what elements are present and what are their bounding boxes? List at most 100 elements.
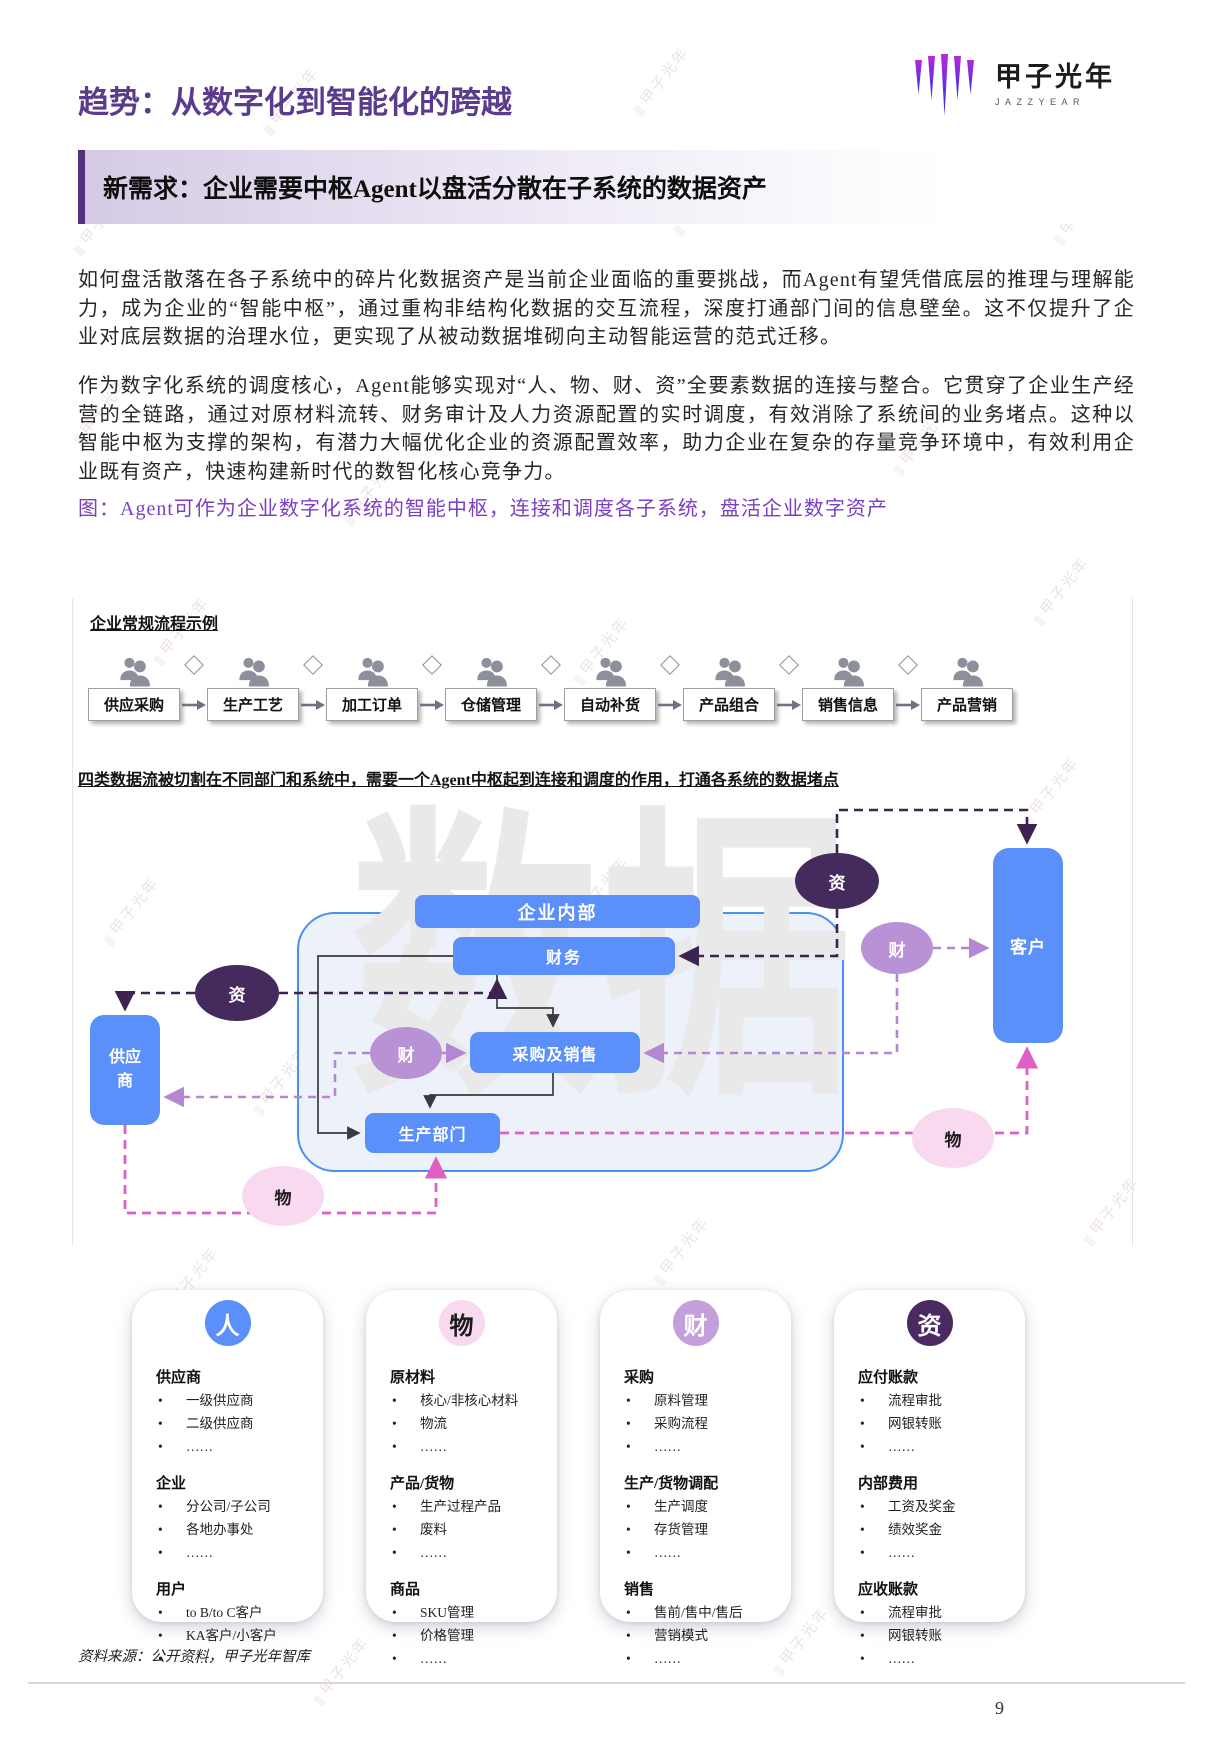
card-item: 价格管理: [390, 1625, 543, 1648]
card-item: KA客户/小客户: [156, 1625, 309, 1648]
body-paragraph-1: 如何盘活散落在各子系统中的碎片化数据资产是当前企业面临的重要挑战，而Agent有…: [78, 269, 1135, 349]
ellipse-capital-left: 资: [195, 965, 279, 1021]
page-title: 趋势：从数字化到智能化的跨越: [78, 84, 512, 120]
ellipse-finance-right: 财: [861, 922, 933, 974]
card-item: 物流: [390, 1413, 543, 1436]
flow-diamond-icon: [540, 648, 561, 688]
logo-subtitle: JAZZYEAR: [995, 96, 1086, 107]
flow-step-box: 加工订单: [326, 688, 418, 721]
card-group-heading: 原材料: [390, 1370, 436, 1386]
card-circle-goods: 物: [438, 1300, 485, 1346]
people-icon: [114, 648, 154, 688]
flow-arrow-icon: [300, 688, 325, 721]
process-flow: 供应采购 生产工艺 加工订单 仓储管理 自动补货 产品组合 销售: [88, 648, 1013, 721]
card-item: ……: [390, 1542, 543, 1565]
ellipse-goods-left: 物: [242, 1166, 324, 1226]
card-group-heading: 应收账款: [858, 1581, 919, 1598]
flow-arrow-icon: [895, 688, 920, 721]
card-group-heading: 用户: [156, 1581, 187, 1598]
background-watermark: ||||甲子光年: [630, 44, 693, 118]
flow-step-box: 产品营销: [921, 688, 1013, 721]
flow-arrow-icon: [776, 688, 801, 721]
flow-diamond-icon: [659, 648, 680, 688]
flow-diamond-icon: [183, 648, 204, 688]
card-item: 网银转账: [858, 1625, 1011, 1648]
flow-step: 产品营销: [921, 648, 1013, 721]
card-item: 网银转账: [858, 1413, 1011, 1436]
ellipse-capital-right: 资: [795, 853, 879, 909]
node-purchase-sales: 采购及销售: [470, 1032, 640, 1073]
card-group-heading: 采购: [624, 1370, 655, 1386]
card-group-heading: 企业: [156, 1475, 187, 1492]
card-item: 流程审批: [858, 1390, 1011, 1413]
flow-step: 销售信息: [802, 648, 894, 721]
flow-separator: [180, 648, 207, 721]
card-item: 废料: [390, 1519, 543, 1542]
card-item: 售前/售中/售后: [624, 1602, 777, 1625]
node-supplier: 供应商: [90, 1015, 160, 1125]
section-header-text: 新需求：企业需要中枢Agent以盘活分散在子系统的数据资产: [103, 176, 767, 203]
card-item: 采购流程: [624, 1413, 777, 1436]
card-item: ……: [624, 1436, 777, 1459]
card-item: 原料管理: [624, 1390, 777, 1413]
card-group-heading: 内部费用: [858, 1475, 919, 1492]
card-group-heading: 生产/货物调配: [624, 1475, 719, 1492]
flow-separator: [418, 648, 445, 721]
card-item: ……: [858, 1648, 1011, 1671]
figure-caption: 图：Agent可作为企业数字化系统的智能中枢，连接和调度各子系统，盘活企业数字资…: [78, 498, 888, 520]
card-item: ……: [156, 1648, 309, 1671]
flow-step: 仓储管理: [445, 648, 537, 721]
card-item: to B/to C客户: [156, 1602, 309, 1625]
body-paragraph-2: 作为数字化系统的调度核心，Agent能够实现对“人、物、财、资”全要素数据的连接…: [78, 375, 1135, 483]
card-item: SKU管理: [390, 1602, 543, 1625]
card-item: 二级供应商: [156, 1413, 309, 1436]
flow-section-label: 企业常规流程示例: [90, 616, 219, 633]
card-item: ……: [390, 1436, 543, 1459]
node-finance: 财务: [453, 937, 675, 975]
card-item: ……: [156, 1542, 309, 1565]
node-customer: 客户: [993, 848, 1063, 1043]
card-item: ……: [390, 1648, 543, 1671]
flow-step: 供应采购: [88, 648, 180, 721]
flow-diamond-icon: [778, 648, 799, 688]
agent-hub-diagram: 数据 企业内部 财务: [78, 800, 1138, 1280]
people-icon: [471, 648, 511, 688]
card-item: ……: [624, 1542, 777, 1565]
category-card-goods: 物 原材料 核心/非核心材料 物流 …… 产品/货物 生产过程产品 废料 …… …: [366, 1290, 557, 1670]
card-group-heading: 商品: [390, 1581, 421, 1598]
flow-diamond-icon: [421, 648, 442, 688]
card-group-heading: 销售: [624, 1581, 655, 1598]
card-item: ……: [156, 1436, 309, 1459]
flow-diamond-icon: [897, 648, 918, 688]
flow-step-box: 供应采购: [88, 688, 180, 721]
card-item: 核心/非核心材料: [390, 1390, 543, 1413]
flow-step: 加工订单: [326, 648, 418, 721]
flow-diamond-icon: [302, 648, 323, 688]
card-item: 一级供应商: [156, 1390, 309, 1413]
card-item: 绩效奖金: [858, 1519, 1011, 1542]
flow-step-box: 自动补货: [564, 688, 656, 721]
category-cards: 人 供应商 一级供应商 二级供应商 …… 企业 分公司/子公司 各地办事处 ………: [132, 1290, 1025, 1670]
flow-step: 产品组合: [683, 648, 775, 721]
card-group-heading: 供应商: [156, 1370, 202, 1386]
card-item: 流程审批: [858, 1602, 1011, 1625]
flow-separator: [656, 648, 683, 721]
flow-arrow-icon: [657, 688, 682, 721]
card-item: 营销模式: [624, 1625, 777, 1648]
ellipse-finance-left: 财: [370, 1027, 442, 1079]
people-icon: [828, 648, 868, 688]
footer-divider: [28, 1682, 1185, 1684]
category-card-capital: 资 应付账款 流程审批 网银转账 …… 内部费用 工资及奖金 绩效奖金 …… 应…: [834, 1290, 1025, 1670]
node-production: 生产部门: [365, 1113, 500, 1153]
section-header-band: 新需求：企业需要中枢Agent以盘活分散在子系统的数据资产: [78, 150, 1128, 224]
flow-separator: [894, 648, 921, 721]
people-icon: [352, 648, 392, 688]
flow-step-box: 生产工艺: [207, 688, 299, 721]
card-circle-finance: 财: [672, 1300, 719, 1346]
people-icon: [947, 648, 987, 688]
card-item: 生产过程产品: [390, 1496, 543, 1519]
card-item: ……: [624, 1648, 777, 1671]
flow-step: 生产工艺: [207, 648, 299, 721]
people-icon: [233, 648, 273, 688]
